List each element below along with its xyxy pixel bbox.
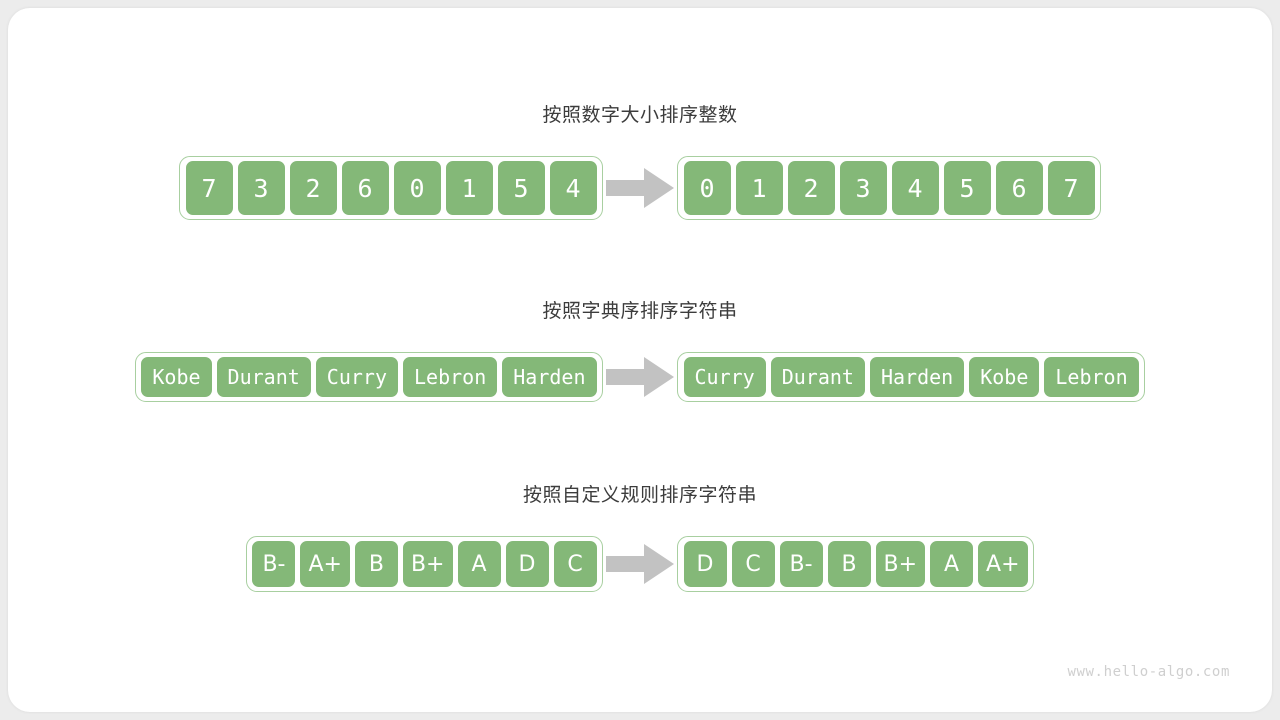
array-output-cell: C xyxy=(730,540,776,588)
array-input-cell: Lebron xyxy=(402,356,499,398)
array-output-cell: Lebron xyxy=(1043,356,1140,398)
right-arrow-icon xyxy=(603,166,677,210)
array-input-cell: D xyxy=(504,540,550,588)
array-output-cell: D xyxy=(682,540,728,588)
section-title: 按照自定义规则排序字符串 xyxy=(522,484,757,506)
section-sort-integers: 按照数字大小排序整数 xyxy=(8,100,1272,127)
array-input-cell: Curry xyxy=(314,356,399,398)
array-input-cell: 0 xyxy=(392,160,442,216)
array-output-cell: 1 xyxy=(734,160,784,216)
array-output-cell: Kobe xyxy=(968,356,1041,398)
array-input-cell: 6 xyxy=(340,160,390,216)
array-output-cell: A+ xyxy=(977,540,1029,588)
array-output-cell: 6 xyxy=(994,160,1044,216)
array-input-cell: 2 xyxy=(288,160,338,216)
array-input-cell: Harden xyxy=(501,356,598,398)
array-output-cell: B+ xyxy=(874,540,927,588)
section-sort-custom-rule: 按照自定义规则排序字符串 xyxy=(8,480,1272,507)
array-output-cell: 7 xyxy=(1046,160,1096,216)
section-title: 按照字典序排序字符串 xyxy=(542,300,738,322)
array-input-cell: 7 xyxy=(184,160,234,216)
watermark: www.hello-algo.com xyxy=(1067,664,1230,680)
array-input-cell: 4 xyxy=(548,160,598,216)
array-output-cell: 3 xyxy=(838,160,888,216)
array-output-cell: 0 xyxy=(682,160,732,216)
array-input-cell: B+ xyxy=(401,540,454,588)
array-output-cell: A xyxy=(929,540,975,588)
section-sort-lexicographic: 按照字典序排序字符串 xyxy=(8,296,1272,323)
array-input-cell: Kobe xyxy=(140,356,213,398)
array-input-cell: 3 xyxy=(236,160,286,216)
array-input-cell: 5 xyxy=(496,160,546,216)
array-input-cell: A xyxy=(456,540,502,588)
array-output-cell: B- xyxy=(778,540,824,588)
array-input-cell: Durant xyxy=(215,356,312,398)
array-input-cell: A+ xyxy=(299,540,351,588)
section-title: 按照数字大小排序整数 xyxy=(542,104,738,126)
array-input-cell: B xyxy=(353,540,399,588)
right-arrow-icon xyxy=(603,542,677,586)
array-output-cell: Curry xyxy=(682,356,767,398)
array-output-cell: Harden xyxy=(868,356,966,398)
array-input-cell: C xyxy=(552,540,598,588)
array-output-cell: Durant xyxy=(769,356,866,398)
array-output-cell: 2 xyxy=(786,160,836,216)
array-input-cell: B- xyxy=(251,540,297,588)
right-arrow-icon xyxy=(603,355,677,399)
array-output-cell: 4 xyxy=(890,160,940,216)
array-input-cell: 1 xyxy=(444,160,494,216)
array-output-cell: B xyxy=(826,540,872,588)
array-output-cell: 5 xyxy=(942,160,992,216)
